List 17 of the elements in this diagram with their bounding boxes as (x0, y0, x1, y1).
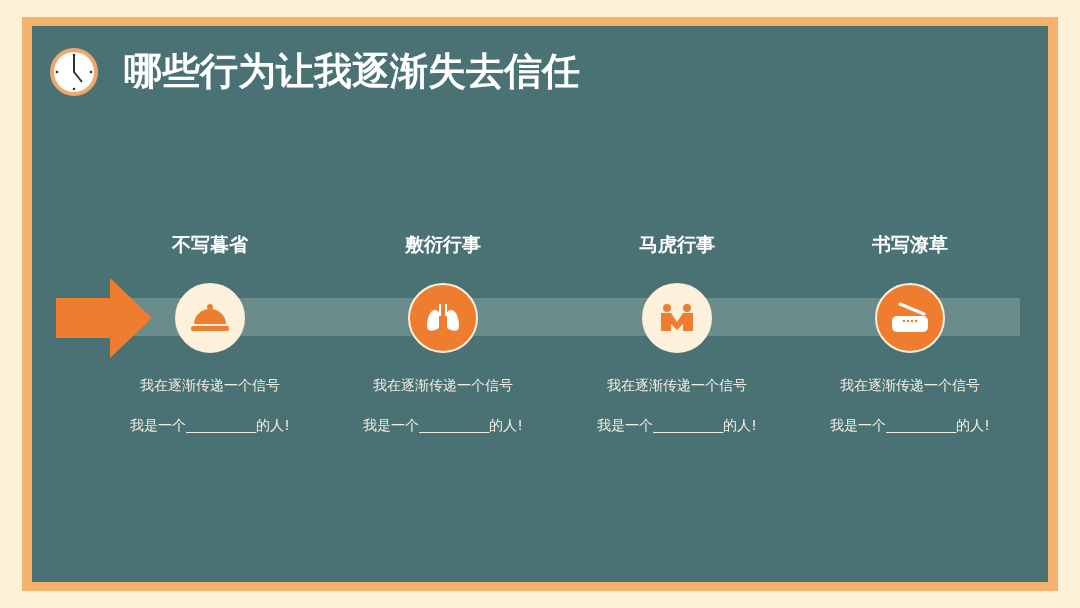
signal-text: 我在逐渐传递一个信号 (606, 377, 748, 395)
step-heading: 敷衍行事 (404, 232, 482, 257)
fill-in-sentence: 我是一个__________的人! (129, 417, 291, 435)
icon-circle (875, 283, 945, 353)
signal-text: 我在逐渐传递一个信号 (139, 377, 281, 395)
fill-in-sentence: 我是一个__________的人! (596, 417, 758, 435)
fill-in-sentence: 我是一个__________的人! (829, 417, 991, 435)
icon-circle (642, 283, 712, 353)
step-heading: 马虎行事 (638, 232, 716, 257)
title: 哪些行为让我逐渐失去信任 (124, 47, 580, 95)
signal-text: 我在逐渐传递一个信号 (372, 377, 514, 395)
step-heading: 不写暮省 (171, 232, 249, 257)
signal-text: 我在逐渐传递一个信号 (839, 377, 981, 395)
icon-circle (408, 283, 478, 353)
fill-in-sentence: 我是一个__________的人! (362, 417, 524, 435)
step-heading: 书写潦草 (871, 232, 949, 257)
icon-circle (175, 283, 245, 353)
